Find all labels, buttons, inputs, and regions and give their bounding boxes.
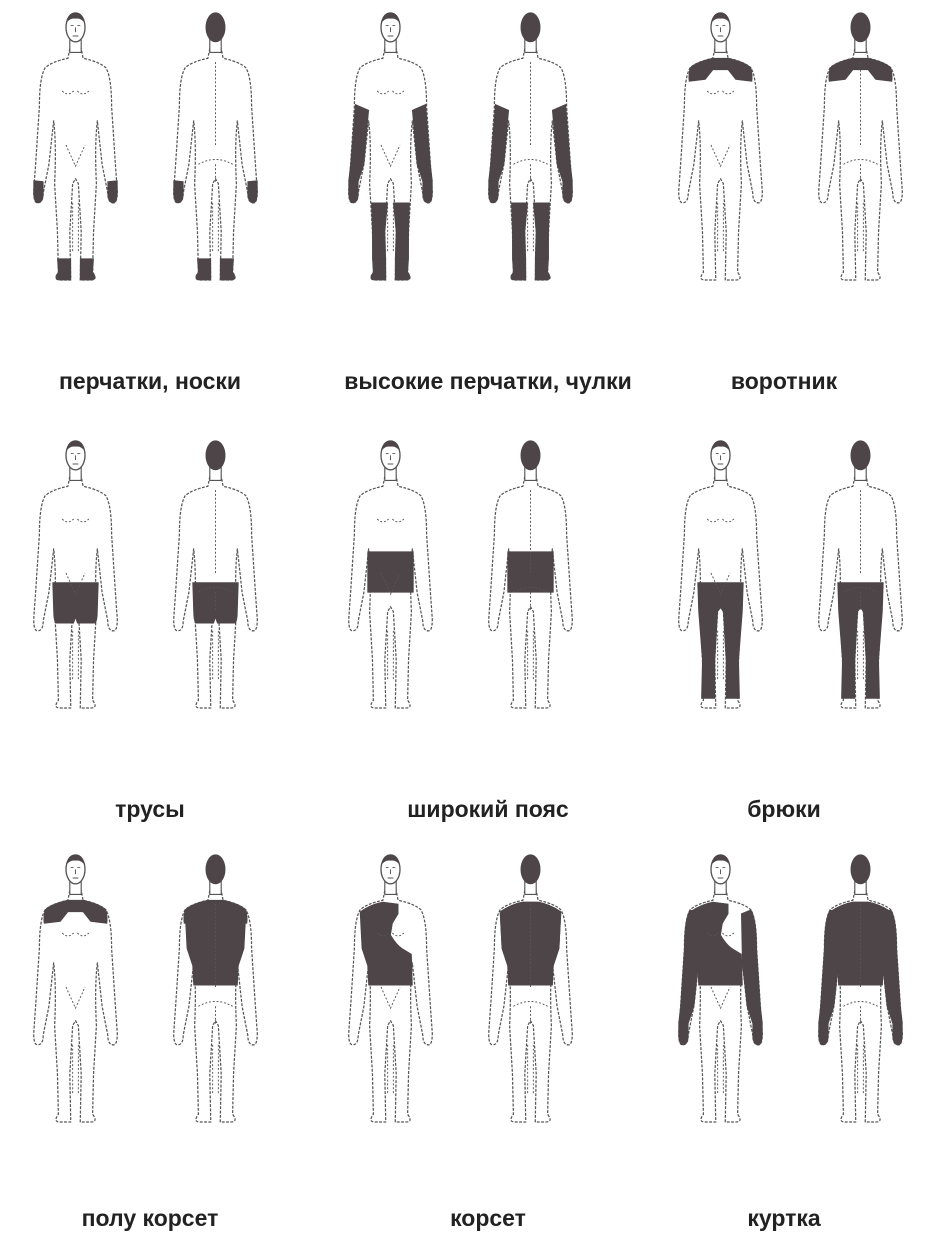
- panel-8: [349, 855, 573, 1122]
- shaded-zone-hands: [248, 181, 258, 203]
- body-outline: [34, 891, 118, 1122]
- figure-front: [679, 855, 763, 1122]
- figure-wrap-back: [489, 13, 573, 280]
- shaded-zone-belt: [368, 552, 414, 593]
- figure-back: [174, 13, 258, 280]
- figure-wrap-front: [679, 13, 763, 280]
- figure-wrap-back: [489, 855, 573, 1122]
- shaded-zone-hands: [753, 1023, 763, 1045]
- figure-wrap-back: [819, 13, 903, 280]
- figure-front: [34, 441, 118, 708]
- shaded-zone-feet: [56, 259, 71, 280]
- figure-wrap-back: [174, 855, 258, 1122]
- caption-gloves-socks: перчатки, носки: [0, 368, 300, 395]
- body-outline: [679, 49, 763, 280]
- shaded-zone-lowerlegs: [393, 203, 409, 259]
- shaded-zone-feet: [220, 259, 235, 280]
- shaded-zone-feet: [511, 259, 526, 280]
- head-back: [206, 13, 225, 42]
- shaded-zone-lowerlegs: [512, 203, 528, 259]
- panel-2: [349, 13, 573, 280]
- shaded-zone-hands: [108, 181, 118, 203]
- shaded-zone-hands: [679, 1023, 689, 1045]
- shaded-zone-lowerlegs: [533, 203, 549, 259]
- head-back: [206, 441, 225, 470]
- figure-back: [174, 441, 258, 708]
- shaded-zone-hands: [893, 1023, 903, 1045]
- caption-collar: воротник: [634, 368, 934, 395]
- figure-front: [349, 441, 433, 708]
- shaded-zone-arms: [741, 910, 762, 1024]
- head-back: [521, 13, 540, 42]
- caption-half-corset: полу корсет: [0, 1205, 300, 1232]
- panel-5: [349, 441, 573, 708]
- head-back: [851, 855, 870, 884]
- head-back: [851, 441, 870, 470]
- shaded-zone-hands: [34, 181, 44, 203]
- shaded-zone-arms: [881, 910, 902, 1024]
- figure-wrap-front: [349, 13, 433, 280]
- figure-wrap-back: [819, 855, 903, 1122]
- shaded-zone-feet: [395, 259, 410, 280]
- figure-wrap-front: [34, 441, 118, 708]
- shaded-zone-feet: [80, 259, 95, 280]
- shaded-zone-briefs: [193, 583, 239, 624]
- body-outline: [34, 49, 118, 280]
- figure-back: [489, 13, 573, 280]
- figure-front: [349, 13, 433, 280]
- shaded-zone-hands: [349, 181, 359, 203]
- shaded-zone-hands: [563, 181, 573, 203]
- shaded-zone-hands: [819, 1023, 829, 1045]
- figure-front: [349, 855, 433, 1122]
- figure-wrap-back: [819, 441, 903, 708]
- caption-jacket: куртка: [634, 1205, 934, 1232]
- figure-back: [819, 13, 903, 280]
- shaded-zone-hands: [489, 181, 499, 203]
- head-back: [521, 441, 540, 470]
- panel-7: [34, 855, 258, 1122]
- shaded-zone-lowerlegs: [372, 203, 388, 259]
- shaded-zone-hands: [423, 181, 433, 203]
- panel-3: [679, 13, 903, 280]
- figure-front: [679, 13, 763, 280]
- shaded-zone-feet: [196, 259, 211, 280]
- head-back: [206, 855, 225, 884]
- figure-wrap-front: [349, 441, 433, 708]
- head-back: [521, 855, 540, 884]
- figure-wrap-back: [174, 13, 258, 280]
- figure-back: [819, 441, 903, 708]
- shaded-zone-feet: [371, 259, 386, 280]
- figure-wrap-back: [489, 441, 573, 708]
- figure-wrap-front: [679, 441, 763, 708]
- figure-front: [34, 13, 118, 280]
- figure-back: [489, 441, 573, 708]
- shaded-zone-hands: [174, 181, 184, 203]
- shaded-zone-feet: [535, 259, 550, 280]
- caption-wide-belt: широкий пояс: [338, 796, 638, 823]
- shaded-zone-trousers: [698, 583, 744, 699]
- panel-1: [34, 13, 258, 280]
- caption-briefs: трусы: [0, 796, 300, 823]
- shaded-zone-arms: [819, 910, 840, 1024]
- panel-9: [679, 855, 903, 1122]
- panel-4: [34, 441, 258, 708]
- panel-6: [679, 441, 903, 708]
- figure-wrap-front: [34, 855, 118, 1122]
- caption-high-gloves-stockings: высокие перчатки, чулки: [338, 368, 638, 395]
- caption-corset: корсет: [338, 1205, 638, 1232]
- figure-wrap-front: [349, 855, 433, 1122]
- head-back: [851, 13, 870, 42]
- caption-trousers: брюки: [634, 796, 934, 823]
- figure-front: [679, 441, 763, 708]
- figure-back: [489, 855, 573, 1122]
- figure-back: [174, 855, 258, 1122]
- figure-back: [819, 855, 903, 1122]
- figure-front: [34, 855, 118, 1122]
- shaded-zone-briefs: [53, 583, 99, 624]
- shaded-zone-arms: [679, 910, 700, 1024]
- figure-wrap-back: [174, 441, 258, 708]
- figure-wrap-front: [679, 855, 763, 1122]
- figure-wrap-front: [34, 13, 118, 280]
